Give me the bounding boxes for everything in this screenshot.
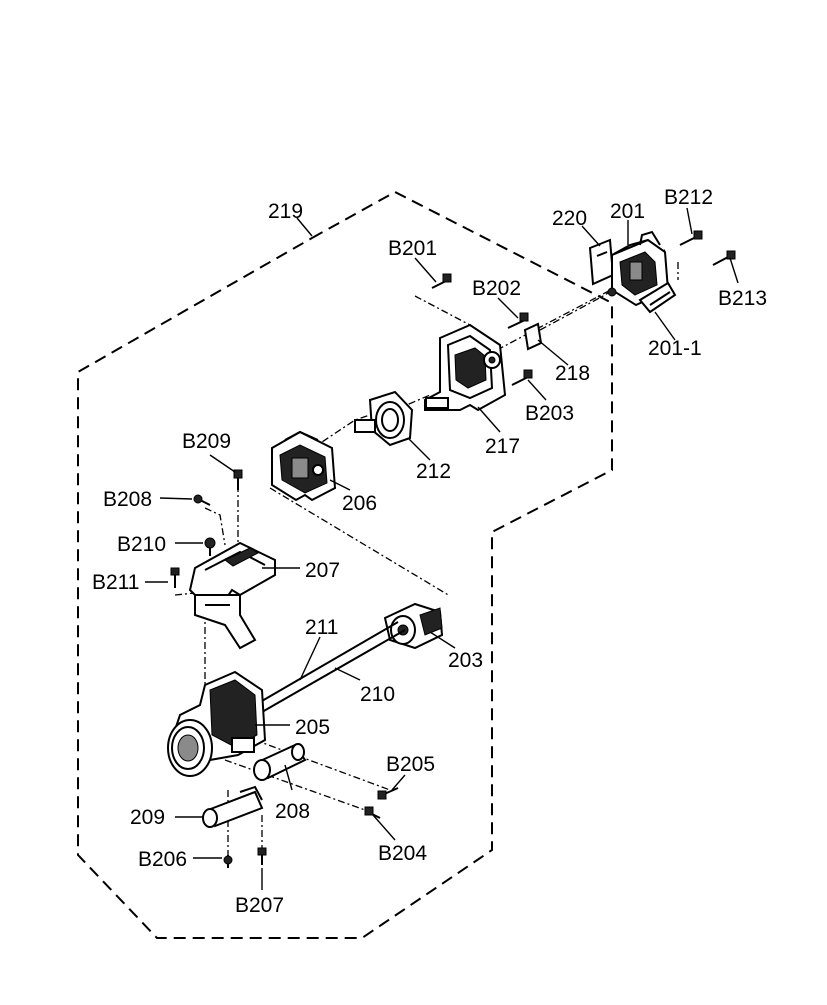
label-201: 201 <box>610 200 645 223</box>
label-b212: B212 <box>664 186 713 209</box>
label-219: 219 <box>268 200 303 223</box>
assembly-219-boundary <box>77 190 613 939</box>
label-b207: B207 <box>235 894 284 917</box>
part-208-cylinder <box>253 743 307 781</box>
label-209: 209 <box>130 806 165 829</box>
leader-lines <box>145 207 739 890</box>
label-208: 208 <box>275 800 310 823</box>
screw-b211 <box>170 567 180 588</box>
label-207: 207 <box>305 559 340 582</box>
part-207-bracket <box>188 541 276 650</box>
label-b210: B210 <box>117 533 166 556</box>
part-206-block <box>271 430 337 502</box>
label-205: 205 <box>295 716 330 739</box>
label-b202: B202 <box>472 277 521 300</box>
screw-b210 <box>204 537 216 556</box>
screw-b202 <box>507 312 529 329</box>
screw-b203 <box>511 369 533 386</box>
label-201-1: 201-1 <box>648 337 702 360</box>
label-217: 217 <box>485 435 520 458</box>
label-210: 210 <box>360 683 395 706</box>
screw-b206 <box>223 855 233 868</box>
part-220-plate <box>588 238 615 286</box>
part-205-lens-unit <box>167 670 267 777</box>
label-218: 218 <box>555 362 590 385</box>
screw-b212 <box>679 230 703 246</box>
part-212-ring <box>354 390 414 447</box>
screw-b209 <box>233 469 243 490</box>
label-211: 211 <box>305 616 338 639</box>
label-b203: B203 <box>525 402 574 425</box>
label-b213: B213 <box>718 287 767 310</box>
label-212: 212 <box>416 460 451 483</box>
screw-b207 <box>257 847 267 865</box>
part-218-plate <box>523 322 543 351</box>
part-209-part <box>202 785 264 828</box>
label-b211: B211 <box>92 571 140 594</box>
label-203: 203 <box>448 649 483 672</box>
label-206: 206 <box>342 492 377 515</box>
label-b205: B205 <box>386 753 435 776</box>
part-201-1-tab <box>638 281 677 314</box>
label-b201: B201 <box>388 237 437 260</box>
label-220: 220 <box>552 207 587 230</box>
label-b206: B206 <box>138 848 187 871</box>
label-b208: B208 <box>103 488 152 511</box>
label-b209: B209 <box>182 430 231 453</box>
part-203-bracket <box>383 602 444 650</box>
screw-b204 <box>364 806 381 819</box>
screw-b205 <box>377 787 399 800</box>
screw-b208 <box>193 494 211 506</box>
label-b204: B204 <box>378 842 427 865</box>
part-217-bracket <box>424 323 507 412</box>
screw-b201 <box>431 273 452 289</box>
